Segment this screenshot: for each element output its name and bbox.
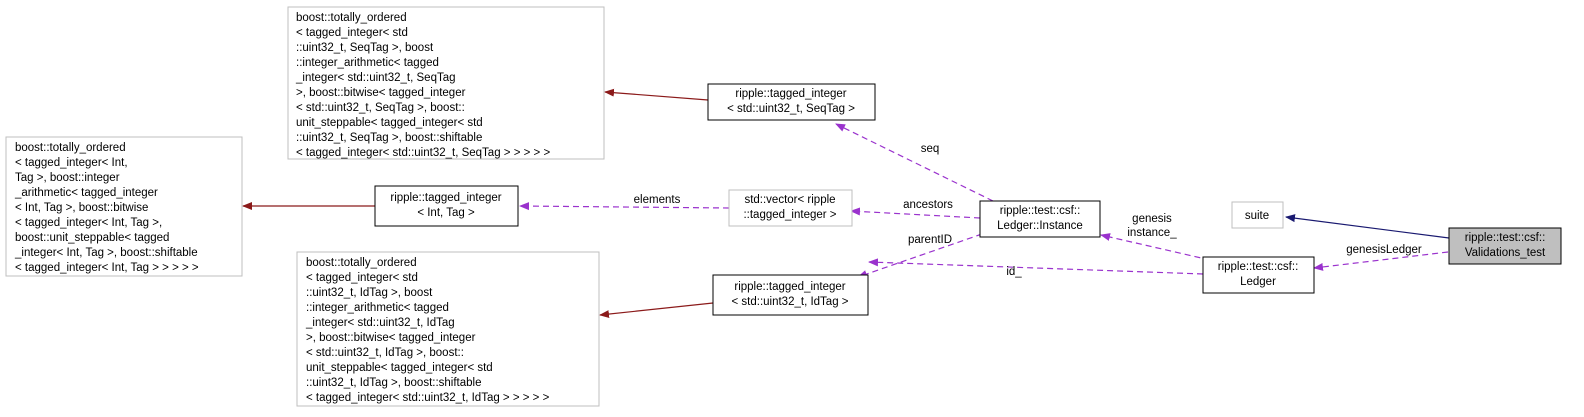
node-label-line: < Int, Tag >, boost::bitwise: [15, 202, 148, 214]
edges: genesisLedger genesis instance_ id_ pare…: [242, 88, 1450, 319]
node-label-line: < std::uint32_t, IdTag >, boost::: [306, 347, 464, 359]
nodes: ripple::test::csf:: Validations_test sui…: [5, 6, 1562, 407]
node-ledger-instance[interactable]: ripple::test::csf:: Ledger::Instance: [979, 200, 1101, 238]
edge-label-genesis-ledger: genesisLedger: [1346, 244, 1422, 256]
node-label-line: ripple::test::csf::: [1000, 205, 1081, 217]
node-label-line: ::integer_arithmetic< tagged: [306, 302, 449, 314]
node-label-line: ::uint32_t, SeqTag >, boost: [296, 42, 434, 54]
node-label-line: Validations_test: [1465, 247, 1546, 259]
node-label-line: Tag >, boost::integer: [15, 172, 120, 184]
node-tagged-int-seq[interactable]: ripple::tagged_integer < std::uint32_t, …: [707, 83, 876, 121]
node-label-line: boost::unit_steppable< tagged: [15, 232, 169, 244]
edge-seq: [835, 123, 994, 202]
node-label-line: unit_steppable< tagged_integer< std: [296, 117, 483, 129]
node-label-line: ripple::tagged_integer: [735, 88, 846, 100]
node-boost-seq[interactable]: boost::totally_ordered < tagged_integer<…: [287, 6, 605, 160]
node-label-line: >, boost::bitwise< tagged_integer: [296, 87, 466, 99]
node-label-line: _arithmetic< tagged_integer: [14, 187, 158, 199]
node-label-line: < std::uint32_t, SeqTag >: [727, 103, 855, 115]
node-tagged-int-id[interactable]: ripple::tagged_integer < std::uint32_t, …: [712, 274, 869, 316]
node-label-line: ripple::test::csf::: [1465, 232, 1546, 244]
node-label-line: < tagged_integer< Int,: [15, 157, 128, 169]
node-csf-ledger[interactable]: ripple::test::csf:: Ledger: [1202, 256, 1315, 294]
edge-genesis-ledger: [1313, 251, 1449, 271]
node-label-line: Ledger: [1240, 276, 1276, 288]
node-label-line: < Int, Tag >: [417, 207, 475, 219]
node-label-line: ::integer_arithmetic< tagged: [296, 57, 439, 69]
node-label-line: < std::uint32_t, SeqTag >, boost::: [296, 102, 465, 114]
node-label-line: boost::totally_ordered: [296, 12, 407, 24]
node-boost-int[interactable]: boost::totally_ordered < tagged_integer<…: [5, 136, 243, 277]
edge-elements: [519, 202, 730, 211]
node-label-line: Ledger::Instance: [997, 220, 1083, 232]
node-label-line: < tagged_integer< Int, Tag >,: [15, 217, 162, 229]
edge-label-genesis: genesis: [1132, 213, 1172, 225]
node-suite[interactable]: suite: [1231, 201, 1284, 229]
node-label-line: ripple::tagged_integer: [390, 192, 501, 204]
node-label-line: < tagged_integer< std: [296, 27, 408, 39]
node-label-line: std::vector< ripple: [744, 194, 835, 206]
node-label-line: >, boost::bitwise< tagged_integer: [306, 332, 476, 344]
edge-label-elements: elements: [634, 194, 681, 206]
edge-label-seq: seq: [921, 143, 940, 155]
edge-inherits-suite: [1285, 214, 1450, 239]
node-label-line: unit_steppable< tagged_integer< std: [306, 362, 493, 374]
node-label-line: ripple::test::csf::: [1218, 261, 1299, 273]
node-label-line: boost::totally_ordered: [306, 257, 417, 269]
node-label-line: ::uint32_t, IdTag >, boost: [306, 287, 433, 299]
edge-id: [868, 258, 1204, 275]
node-validations-test[interactable]: ripple::test::csf:: Validations_test: [1448, 227, 1562, 265]
edge-label-instance: instance_: [1127, 227, 1177, 239]
node-label-line: ::tagged_integer >: [743, 209, 836, 221]
edge-inherits-boost-id: [599, 302, 714, 319]
node-label-line: _integer< std::uint32_t, SeqTag: [295, 72, 456, 84]
node-vector-tagged[interactable]: std::vector< ripple ::tagged_integer >: [728, 189, 853, 227]
edge-parent-id: [857, 233, 983, 278]
node-label-line: < tagged_integer< std::uint32_t, SeqTag …: [296, 147, 550, 159]
edge-label-ancestors: ancestors: [903, 199, 953, 211]
edge-label-id: id_: [1006, 266, 1022, 278]
node-boost-id[interactable]: boost::totally_ordered < tagged_integer<…: [296, 251, 600, 407]
node-label-line: boost::totally_ordered: [15, 142, 126, 154]
node-label-line: < std::uint32_t, IdTag >: [732, 296, 849, 308]
node-label-line: ::uint32_t, IdTag >, boost::shiftable: [306, 377, 482, 389]
node-label-line: suite: [1245, 210, 1269, 222]
edge-inherits-boost-seq: [604, 88, 709, 101]
node-label-line: _integer< Int, Tag >, boost::shiftable: [14, 247, 198, 259]
node-label-line: < tagged_integer< Int, Tag > > > > >: [15, 262, 199, 274]
node-tagged-int-tag[interactable]: ripple::tagged_integer < Int, Tag >: [374, 185, 519, 227]
node-label-line: < tagged_integer< std: [306, 272, 418, 284]
edge-label-parent-id: parentID: [908, 234, 952, 246]
edge-genesis-instance: [1100, 233, 1211, 261]
node-label-line: ripple::tagged_integer: [734, 281, 845, 293]
node-label-line: _integer< std::uint32_t, IdTag: [305, 317, 455, 329]
node-label-line: ::uint32_t, SeqTag >, boost::shiftable: [296, 132, 482, 144]
edge-ancestors: [850, 207, 981, 219]
node-label-line: < tagged_integer< std::uint32_t, IdTag >…: [306, 392, 550, 404]
